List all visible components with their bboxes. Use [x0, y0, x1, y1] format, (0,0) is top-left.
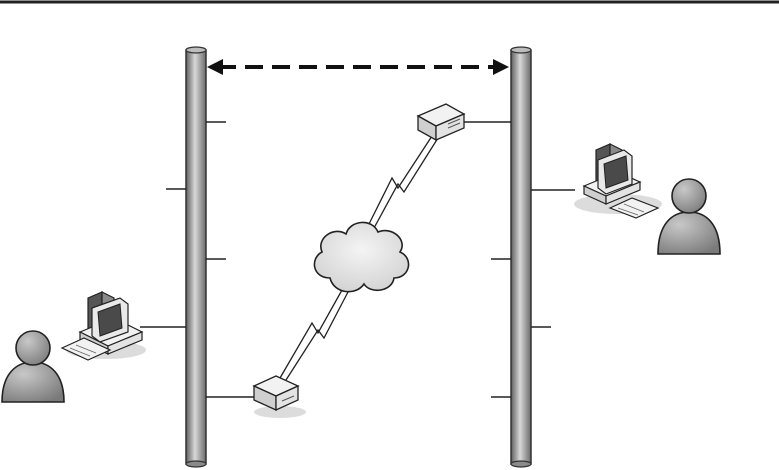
left-workstation-icon	[62, 292, 146, 360]
segment-link-arrow	[207, 59, 509, 75]
right-workstation-icon	[574, 144, 662, 218]
left-router-icon	[254, 376, 306, 418]
left-user-icon	[2, 331, 64, 402]
left-segment-pipe	[186, 47, 206, 467]
right-user-icon	[658, 179, 720, 254]
right-segment-pipe	[511, 47, 531, 467]
right-router-icon	[418, 104, 464, 140]
wan-cloud-icon	[314, 222, 408, 291]
wan-link-lower	[280, 290, 348, 380]
wan-link-upper	[368, 136, 438, 228]
